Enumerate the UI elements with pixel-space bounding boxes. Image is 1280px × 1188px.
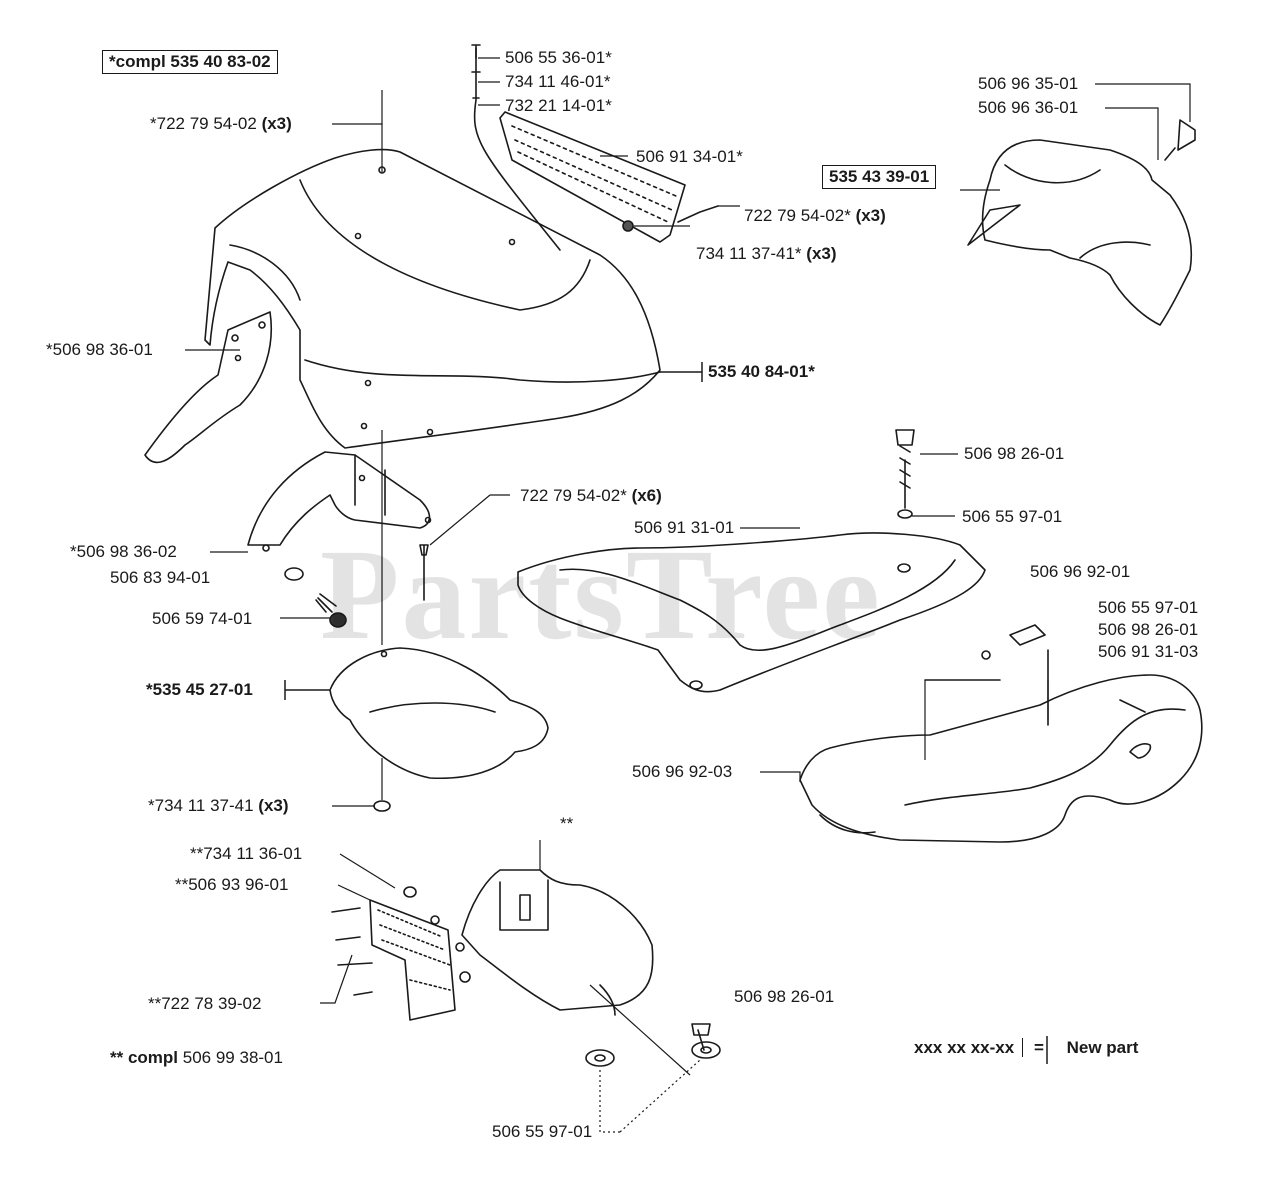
legend-meaning: New part <box>1066 1038 1139 1057</box>
label-506-55-36-01: 506 55 36-01* <box>505 48 612 67</box>
compl-prefix: ** compl <box>110 1048 179 1067</box>
part-number: 722 79 54-02* <box>744 206 851 225</box>
label-734-11-46-01: 734 11 46-01* <box>505 72 611 91</box>
label-506-96-92-03: 506 96 92-03 <box>632 762 733 781</box>
label-734-11-36-01: **734 11 36-01 <box>190 844 303 863</box>
label-506-93-96-01: **506 93 96-01 <box>175 875 289 894</box>
quantity: (x6) <box>631 486 662 505</box>
legend-sample: xxx xx xx-xx <box>914 1038 1024 1057</box>
label-506-96-36-01: 506 96 36-01 <box>978 98 1079 117</box>
legend-equals: = <box>1033 1038 1044 1057</box>
label-506-83-94-01: 506 83 94-01 <box>110 568 211 587</box>
label-506-98-36-01: *506 98 36-01 <box>46 340 153 359</box>
label-722-78-39-02: **722 78 39-02 <box>148 994 262 1013</box>
label-compl-535-40-83-02: *compl 535 40 83-02 <box>102 50 278 74</box>
label-535-43-39-01: 535 43 39-01 <box>822 165 937 189</box>
part-number: 506 99 38-01 <box>182 1048 283 1067</box>
label-506-96-35-01: 506 96 35-01 <box>978 74 1079 93</box>
label-506-98-36-02: *506 98 36-02 <box>70 542 177 561</box>
label-double-star: ** <box>560 814 574 833</box>
side-tray-part <box>799 674 1203 843</box>
label-722-79-54-02-top: *722 79 54-02 (x3) <box>150 114 292 134</box>
grille-part <box>499 111 686 243</box>
label-722-79-54-02-grille: 722 79 54-02* (x3) <box>744 206 886 226</box>
left-fender-part <box>144 311 273 464</box>
label-535-45-27-01: *535 45 27-01 <box>146 680 253 699</box>
quantity: (x3) <box>855 206 886 225</box>
label-506-98-26-01-c: 506 98 26-01 <box>734 987 835 1006</box>
label-506-59-74-01: 506 59 74-01 <box>152 609 253 628</box>
label-506-96-92-01: 506 96 92-01 <box>1030 562 1131 581</box>
label-732-21-14-01: 732 21 14-01* <box>505 96 612 115</box>
label-506-98-26-01-b: 506 98 26-01 <box>1098 620 1199 639</box>
control-box-part <box>461 869 654 1011</box>
label-722-79-54-02-x6: 722 79 54-02* (x6) <box>520 486 662 506</box>
reflector-part <box>369 899 456 1021</box>
label-506-55-97-01-b: 506 55 97-01 <box>1098 598 1199 617</box>
label-506-98-26-01-a: 506 98 26-01 <box>964 444 1065 463</box>
quantity: (x3) <box>261 114 292 133</box>
quantity: (x3) <box>806 244 837 263</box>
seat-base-part <box>517 532 986 693</box>
part-number: *722 79 54-02 <box>150 114 257 133</box>
part-number: 734 11 37-41* <box>696 244 802 263</box>
quantity: (x3) <box>258 796 289 815</box>
seat-pan-part <box>329 647 549 780</box>
hood-cover-part <box>204 148 661 449</box>
label-506-91-34-01: 506 91 34-01* <box>636 147 743 166</box>
label-506-91-31-03: 506 91 31-03 <box>1098 642 1199 661</box>
label-734-11-37-41-bottom: *734 11 37-41 (x3) <box>148 796 289 816</box>
label-compl-506-99-38-01: ** compl 506 99 38-01 <box>110 1048 283 1068</box>
rear-cover-part <box>981 139 1193 326</box>
bracket-part <box>247 451 431 546</box>
part-number: *734 11 37-41 <box>148 796 254 815</box>
label-506-91-31-01: 506 91 31-01 <box>634 518 735 537</box>
label-535-40-84-01: 535 40 84-01* <box>708 362 815 381</box>
label-734-11-37-41-top: 734 11 37-41* (x3) <box>696 244 837 264</box>
part-number: 722 79 54-02* <box>520 486 627 505</box>
label-506-55-97-01-a: 506 55 97-01 <box>962 507 1063 526</box>
label-506-55-97-01-c: 506 55 97-01 <box>492 1122 593 1141</box>
legend: xxx xx xx-xx = New part <box>914 1038 1138 1058</box>
